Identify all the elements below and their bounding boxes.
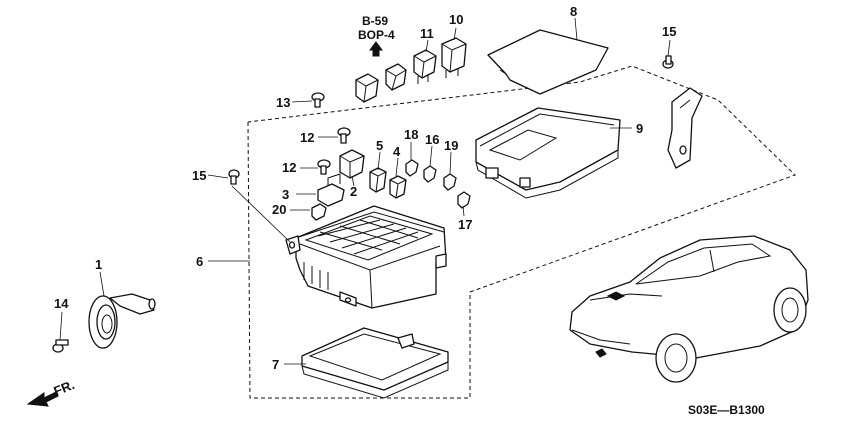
reference-b59: B-59 xyxy=(362,14,388,28)
part-10-relay[interactable] xyxy=(441,37,467,78)
assembly-boundary xyxy=(247,65,796,399)
label-1: 1 xyxy=(95,257,102,272)
label-18: 18 xyxy=(404,127,418,142)
part-13-bolt[interactable] xyxy=(311,92,325,108)
part-12-bolt-lower[interactable] xyxy=(317,159,331,175)
label-15-right: 15 xyxy=(662,24,676,39)
label-20: 20 xyxy=(272,202,286,217)
part-17-mini-fuse[interactable] xyxy=(457,191,471,209)
front-direction-label: FR. xyxy=(52,377,77,399)
part-7-lower-cover[interactable] xyxy=(301,327,449,399)
label-10: 10 xyxy=(449,12,463,27)
label-7: 7 xyxy=(272,357,279,372)
label-8: 8 xyxy=(570,4,577,19)
part-18-mini-fuse[interactable] xyxy=(405,159,419,177)
label-9: 9 xyxy=(636,121,643,136)
part-14-bolt[interactable] xyxy=(52,339,69,353)
part-19-mini-fuse[interactable] xyxy=(443,173,457,191)
label-12-lower: 12 xyxy=(282,160,296,175)
relay-small-a[interactable] xyxy=(385,63,407,91)
label-16: 16 xyxy=(425,132,439,147)
part-4-fuse[interactable] xyxy=(389,175,407,199)
label-5: 5 xyxy=(376,138,383,153)
reference-bop4: BOP-4 xyxy=(358,28,395,42)
label-12-upper: 12 xyxy=(300,130,314,145)
label-17: 17 xyxy=(458,217,472,232)
part-2-fuse-holder[interactable] xyxy=(339,149,365,179)
label-6: 6 xyxy=(196,254,203,269)
part-1-horn[interactable] xyxy=(88,293,156,349)
label-14: 14 xyxy=(54,296,69,311)
label-4: 4 xyxy=(393,144,401,159)
relay-small-b[interactable] xyxy=(355,73,379,103)
part-12-bolt-upper[interactable] xyxy=(337,127,351,144)
vehicle-location-illustration xyxy=(569,235,809,383)
label-15-left: 15 xyxy=(192,168,206,183)
part-11-relay[interactable] xyxy=(413,49,437,84)
part-3-bracket[interactable] xyxy=(317,173,345,207)
diagram-code: S03E—B1300 xyxy=(688,403,765,417)
label-13: 13 xyxy=(276,95,290,110)
part-9-fuse-box-lid[interactable] xyxy=(475,107,621,199)
part-15-bolt-left[interactable] xyxy=(228,169,240,185)
part-20-fuse[interactable] xyxy=(311,203,327,221)
part-16-mini-fuse[interactable] xyxy=(423,165,437,183)
label-3: 3 xyxy=(282,187,289,202)
bracket-right[interactable] xyxy=(667,87,703,169)
part-15-bolt-right[interactable] xyxy=(662,55,674,69)
part-8-cover-sheet[interactable] xyxy=(487,29,609,95)
label-11: 11 xyxy=(420,26,434,41)
part-5-fuse[interactable] xyxy=(369,167,387,193)
reference-up-arrow xyxy=(369,41,383,57)
part-6-fuse-relay-box[interactable] xyxy=(285,205,447,309)
label-2: 2 xyxy=(350,184,357,199)
front-direction-arrow xyxy=(26,391,59,407)
leader-lines xyxy=(59,17,671,365)
label-19: 19 xyxy=(444,138,458,153)
